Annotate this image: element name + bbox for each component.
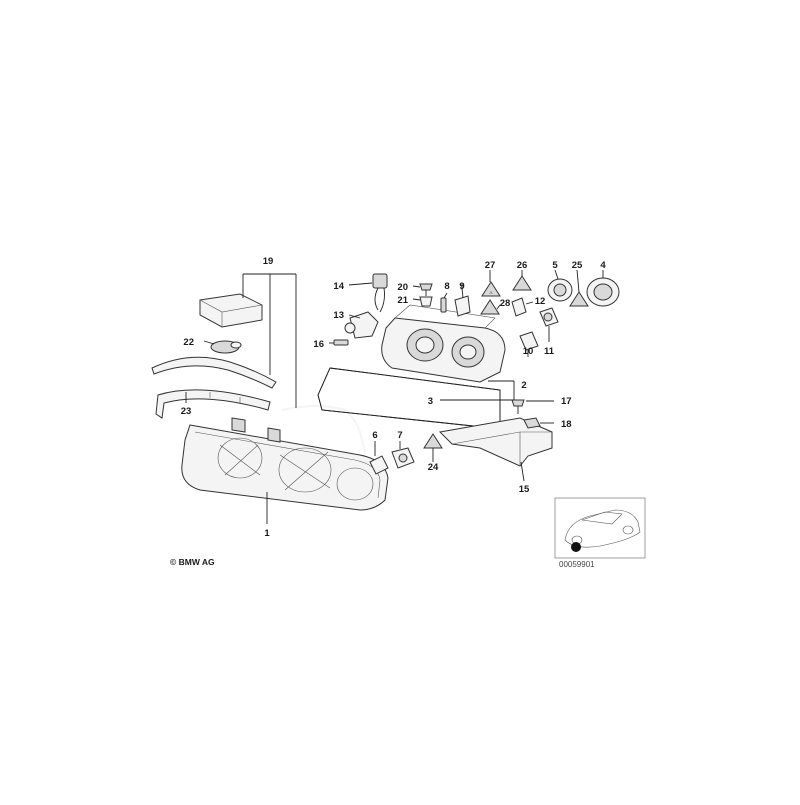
callout-19: 19 [263,256,274,267]
callout-17: 17 [561,396,572,407]
warning-triangle-28 [480,299,500,315]
part-screw-16 [333,339,349,346]
callout-8: 8 [444,281,449,292]
callout-12: 12 [535,296,546,307]
part-headlight-housing [381,304,506,383]
part-screw-17 [511,399,525,414]
callout-23: 23 [181,406,192,417]
callout-2: 2 [521,380,526,391]
callout-10: 10 [523,346,534,357]
location-marker [571,542,581,552]
callout-13: 13 [333,310,344,321]
part-cap-4 [586,277,620,307]
warning-triangle-24 [423,433,443,449]
part-adjuster-9 [454,287,471,317]
part-socket-7 [391,447,415,469]
part-clip-21 [419,296,433,307]
callout-11: 11 [544,346,555,357]
part-pin-8 [440,297,447,313]
callout-26: 26 [517,260,528,271]
part-cap-5 [547,278,573,302]
callout-14: 14 [333,281,344,292]
part-headlight-lens [181,417,389,511]
callout-22: 22 [183,337,194,348]
part-connector-14 [372,273,388,313]
callout-24: 24 [428,462,439,473]
part-bulb-13 [344,311,379,339]
copyright-label: © BMW AG [170,557,215,567]
part-bulb-10 [519,331,539,351]
part-nut-18 [523,417,541,429]
callout-5: 5 [552,260,558,271]
part-trim-strip-upper [151,356,277,389]
part-bulb-12 [511,297,527,317]
callout-25: 25 [572,260,583,271]
warning-triangle-27: ⚠ [481,281,501,297]
reference-number: 00059901 [559,560,595,569]
callout-28: 28 [500,298,511,309]
callout-16: 16 [313,339,324,350]
callout-4: 4 [600,260,606,271]
callout-labels: 19 22 23 1 14 13 16 20 21 8 9 27 26 5 25… [181,256,607,539]
callout-9: 9 [459,281,464,292]
part-label-box [199,293,263,328]
part-socket-11 [539,307,559,327]
callout-20: 20 [397,282,408,293]
warning-triangle-25 [569,291,589,307]
callout-1: 1 [264,528,270,539]
callout-18: 18 [561,419,572,430]
callout-6: 6 [372,430,377,441]
part-seal-strip [281,405,366,453]
warning-triangle-26 [512,275,532,291]
callout-21: 21 [397,295,408,306]
callout-15: 15 [519,484,530,495]
car-location-inset: 00059901 [554,497,646,569]
part-grommet-22 [210,340,242,354]
callout-7: 7 [397,430,402,441]
svg-text:⚠: ⚠ [489,290,493,295]
callout-3: 3 [428,396,433,407]
callout-27: 27 [485,260,496,271]
part-bulb-6 [369,455,389,475]
part-screw-20 [419,283,433,296]
leader-lines [185,269,604,524]
part-trim-strip-lower [155,389,271,419]
